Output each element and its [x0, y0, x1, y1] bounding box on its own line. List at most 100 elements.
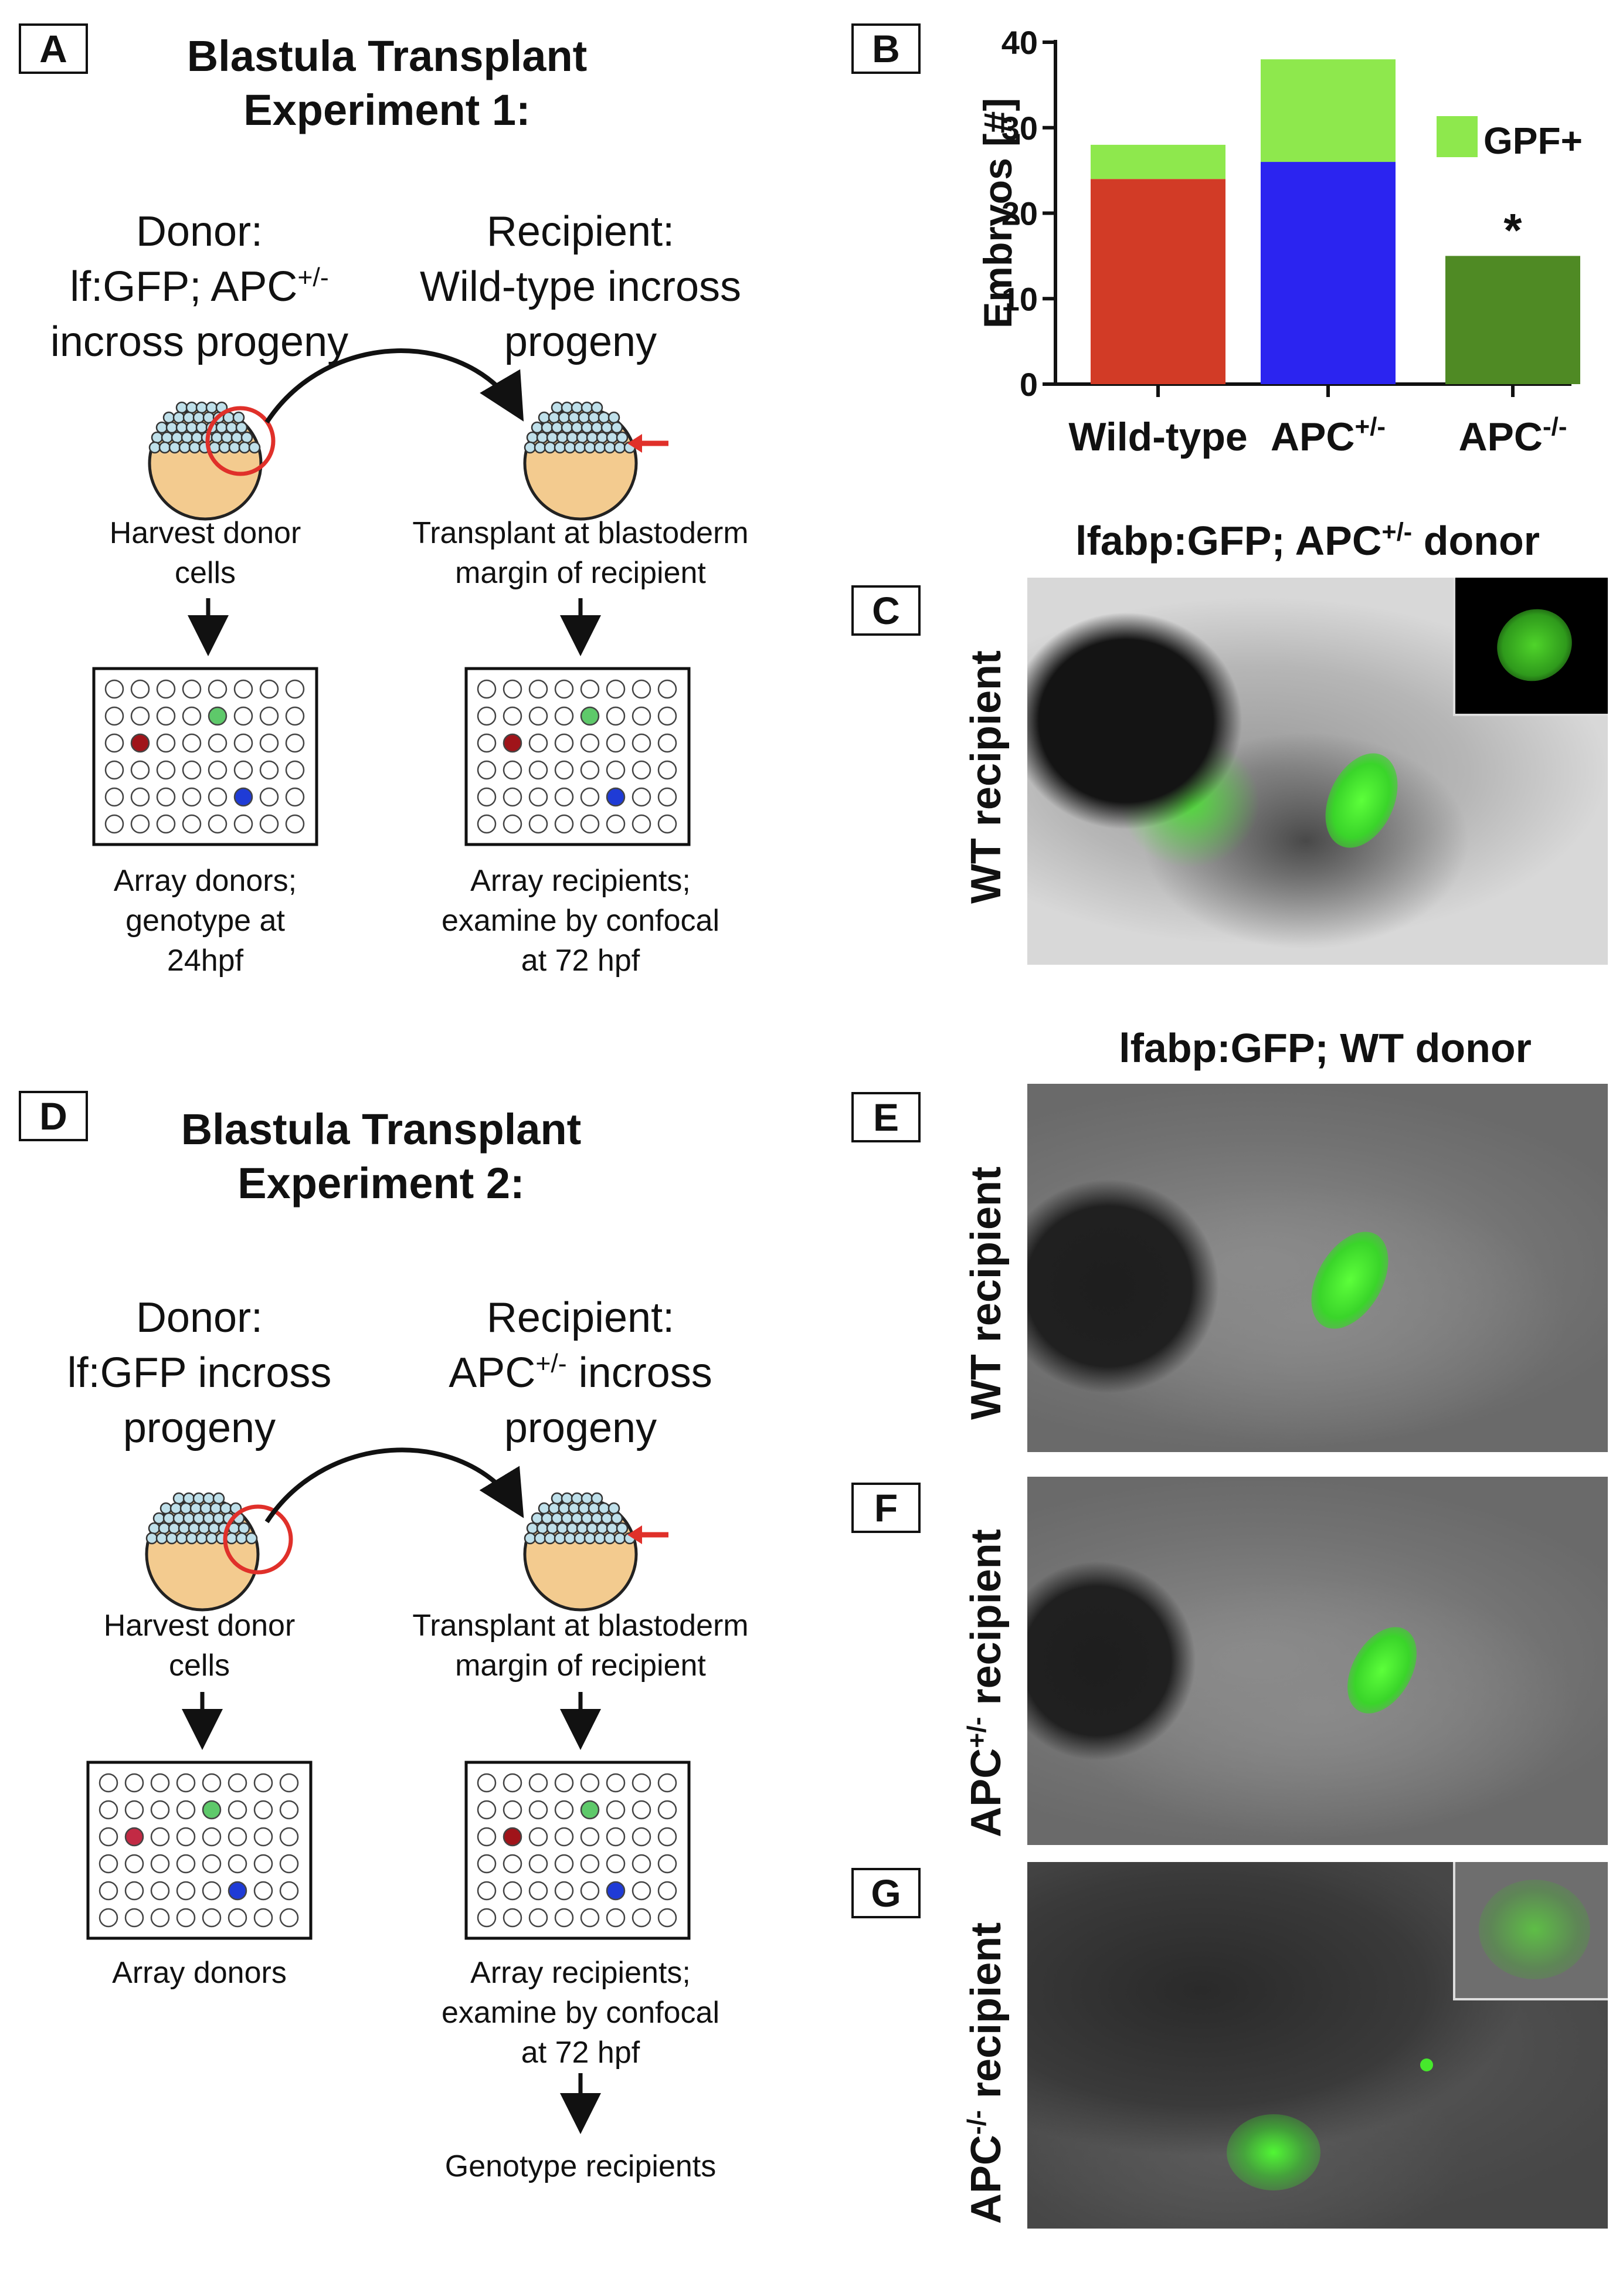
cell-29: [596, 1522, 609, 1535]
well-r5-c4: [580, 1908, 600, 1928]
well-r1-c7: [657, 706, 677, 726]
panel-a-harvest-text: Harvest donor cells: [109, 516, 301, 590]
x-tick-label-0: Wild-type: [1068, 415, 1247, 459]
well-r5-c1: [503, 814, 522, 834]
panel-g-gfp-dot: [1420, 2058, 1433, 2071]
well-r2-c5: [228, 1827, 247, 1847]
cell-34: [165, 1532, 178, 1545]
cell-15: [551, 421, 563, 434]
well-r0-c0: [99, 1773, 118, 1793]
well-r1-c3: [554, 706, 574, 726]
cell-32: [524, 1532, 537, 1545]
well-r4-c6: [253, 1881, 273, 1901]
well-r4-c4: [202, 1881, 222, 1901]
cell-13: [152, 1512, 165, 1525]
well-r0-c4: [202, 1773, 222, 1793]
cell-14: [162, 1512, 175, 1525]
cell-5: [538, 411, 551, 424]
panel-e-label: E: [851, 1092, 921, 1142]
well-r1-c1: [503, 1800, 522, 1820]
cell-22: [526, 431, 539, 444]
cell-31: [237, 1522, 250, 1535]
cell-25: [556, 1522, 569, 1535]
legend-swatch: [1437, 116, 1478, 157]
well-r3-c4: [580, 760, 600, 780]
well-r3-c0: [104, 760, 124, 780]
well-r0-c4: [580, 1773, 600, 1793]
well-r5-c5: [233, 814, 253, 834]
well-r0-c5: [606, 679, 626, 699]
cell-20: [600, 1512, 613, 1525]
cell-30: [230, 431, 243, 444]
cell-4: [590, 1492, 603, 1505]
cell-35: [554, 441, 566, 454]
well-r3-c0: [99, 1854, 118, 1874]
well-r2-c2: [528, 733, 548, 753]
cell-6: [548, 1502, 561, 1515]
well-r5-c5: [606, 1908, 626, 1928]
cell-13: [531, 421, 544, 434]
cell-41: [613, 1532, 626, 1545]
cell-9: [578, 411, 590, 424]
cell-38: [583, 1532, 596, 1545]
well-r5-c3: [554, 1908, 574, 1928]
well-r4-c7: [657, 787, 677, 807]
cell-18: [202, 1512, 215, 1525]
cell-27: [576, 1522, 589, 1535]
cell-33: [534, 1532, 546, 1545]
cell-0: [175, 401, 188, 414]
well-r2-c7: [657, 733, 677, 753]
well-r5-c7: [285, 814, 305, 834]
well-r5-c4: [580, 814, 600, 834]
panel-f-side-label: APC+/- recipient: [963, 1529, 1010, 1837]
well-r0-c2: [150, 1773, 170, 1793]
panel-a-donor-plate: [92, 667, 318, 846]
well-r0-c5: [228, 1773, 247, 1793]
cell-37: [573, 1532, 586, 1545]
cell-26: [566, 431, 579, 444]
panel-d-donor-embryo: [145, 1492, 260, 1612]
plate-frame: [464, 667, 691, 846]
cell-25: [181, 431, 193, 444]
well-r0-c3: [176, 1773, 196, 1793]
well-r1-c4: [580, 706, 600, 726]
well-r2-c4: [208, 733, 228, 753]
well-r2-c0: [477, 1827, 497, 1847]
cell-36: [185, 1532, 198, 1545]
cell-24: [168, 1522, 181, 1535]
well-r0-c7: [279, 1773, 299, 1793]
well-r3-c5: [606, 760, 626, 780]
panel-a-title-line1: Blastula Transplant: [186, 32, 588, 80]
panel-a-recipient-plate: [464, 667, 691, 846]
panel-a-donor-text: Donor: lf:GFP; APC+/- incross progeny: [23, 204, 375, 369]
well-r3-c2: [156, 760, 176, 780]
panel-g-label: G: [851, 1868, 921, 1918]
cell-5: [538, 1502, 551, 1515]
well-r0-c4: [208, 679, 228, 699]
well-r3-c7: [285, 760, 305, 780]
well-r2-c1: [503, 733, 522, 753]
cell-32: [145, 1532, 158, 1545]
cell-38: [583, 441, 596, 454]
well-r0-c7: [657, 679, 677, 699]
well-r4-c1: [503, 1881, 522, 1901]
well-r4-c4: [208, 787, 228, 807]
cell-13: [155, 421, 168, 434]
well-r4-c0: [477, 787, 497, 807]
cell-34: [544, 1532, 556, 1545]
panel-a-title-line2: Experiment 1:: [243, 86, 531, 134]
well-r2-c1: [130, 733, 150, 753]
y-tick-label-0: 0: [1020, 366, 1038, 403]
well-r5-c0: [477, 1908, 497, 1928]
cell-6: [169, 1502, 182, 1515]
cell-8: [568, 411, 580, 424]
well-r1-c4: [580, 1800, 600, 1820]
well-r5-c3: [182, 814, 202, 834]
cell-1: [561, 1492, 573, 1505]
cell-24: [546, 431, 559, 444]
well-r5-c3: [176, 1908, 196, 1928]
y-axis-label: Embryos [#]: [976, 98, 1020, 328]
cell-27: [198, 1522, 211, 1535]
well-r2-c4: [202, 1827, 222, 1847]
